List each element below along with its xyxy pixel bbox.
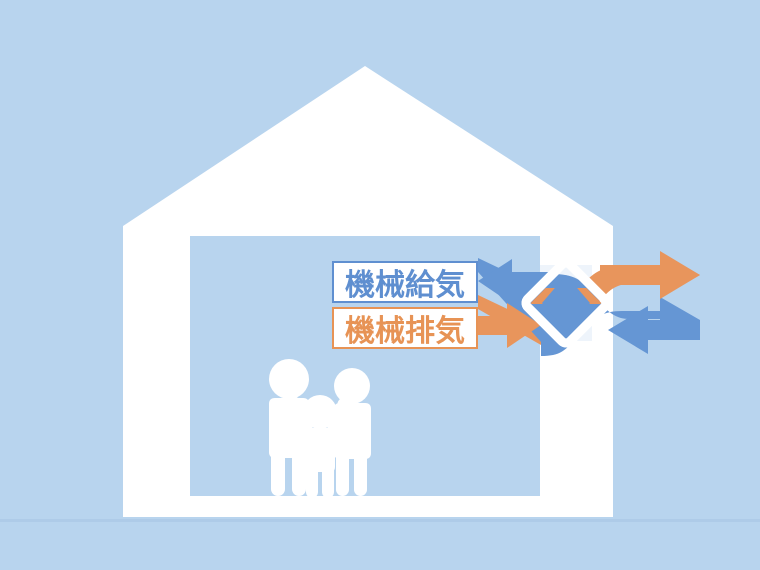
child-center-figure: [282, 395, 358, 498]
label-mechanical-exhaust-text: 機械排気: [345, 314, 465, 349]
ground-line: [0, 519, 760, 522]
adult-right-figure: [334, 368, 371, 496]
arrow-exhaust-indoor-inlet: [478, 303, 541, 348]
heat-exchanger-core: [521, 258, 611, 348]
label-mechanical-supply: 機械給気: [332, 261, 478, 303]
arrow-supply-indoor-outlet: [478, 259, 556, 304]
label-mechanical-exhaust: 機械排気: [332, 307, 478, 349]
arrow-supply-outdoor-inlet: [608, 306, 700, 354]
arrow-exhaust-outdoor-outlet: [600, 251, 700, 299]
family-group: [269, 359, 371, 498]
label-mechanical-supply-text: 機械給気: [345, 268, 465, 303]
